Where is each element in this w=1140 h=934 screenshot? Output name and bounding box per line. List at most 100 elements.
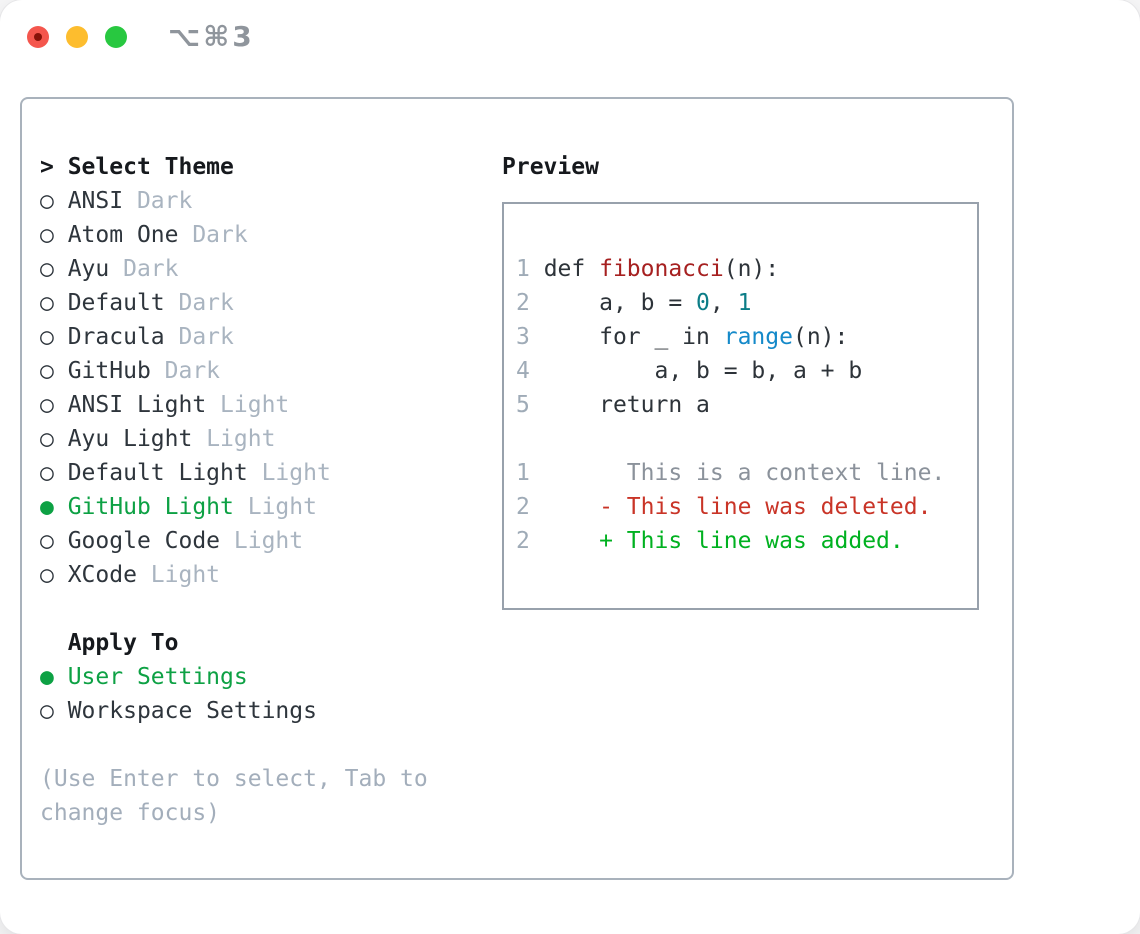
- theme-variant-tag: Dark: [192, 222, 248, 248]
- radio-unselected-icon: ○: [40, 188, 68, 214]
- theme-variant-tag: Dark: [136, 188, 193, 214]
- code-token-plain: a, b = b, a + b: [543, 358, 863, 384]
- theme-name: Dracula: [67, 324, 179, 350]
- code-line: 4 a, b = b, a + b: [516, 354, 969, 388]
- theme-variant-tag: Light: [233, 528, 304, 554]
- code-token-deleted: - This line was deleted.: [543, 494, 932, 520]
- code-line: 1 def fibonacci(n):: [516, 252, 969, 286]
- theme-option-ayu-light[interactable]: ○ Ayu Light Light: [40, 422, 428, 456]
- theme-variant-tag: Dark: [178, 324, 234, 350]
- radio-unselected-icon: ○: [40, 290, 68, 316]
- apply-option-user-settings[interactable]: ● User Settings: [40, 660, 428, 694]
- theme-option-dracula[interactable]: ○ Dracula Dark: [40, 320, 428, 354]
- theme-column: > Select Theme ○ ANSI Dark○ Atom One Dar…: [40, 150, 428, 830]
- radio-unselected-icon: ○: [40, 392, 68, 418]
- header-prefix-icon: >: [40, 154, 68, 180]
- apply-option-label: User Settings: [67, 664, 248, 690]
- theme-option-default-light[interactable]: ○ Default Light Light: [40, 456, 428, 490]
- diff-line: 2 - This line was deleted.: [516, 490, 969, 524]
- theme-name: ANSI: [67, 188, 137, 214]
- line-number: 2: [516, 494, 544, 520]
- select-theme-label: Select Theme: [67, 154, 234, 180]
- line-number: 2: [516, 528, 544, 554]
- code-token-plain: for _ in: [543, 324, 724, 350]
- minimize-button[interactable]: [66, 26, 88, 48]
- theme-name: Atom One: [67, 222, 193, 248]
- theme-name: Default Light: [67, 460, 262, 486]
- spacer: [40, 728, 428, 762]
- line-number: 3: [516, 324, 544, 350]
- spacer: [40, 592, 428, 626]
- code-line: 5 return a: [516, 388, 969, 422]
- theme-variant-tag: Light: [247, 494, 317, 520]
- line-number: 4: [516, 358, 544, 384]
- apply-to-list: ● User Settings○ Workspace Settings: [40, 660, 428, 728]
- theme-variant-tag: Light: [220, 392, 290, 418]
- theme-variant-tag: Dark: [123, 256, 179, 282]
- code-token-context: This is a context line.: [543, 460, 946, 486]
- theme-option-ansi-light[interactable]: ○ ANSI Light Light: [40, 388, 428, 422]
- theme-option-ansi[interactable]: ○ ANSI Dark: [40, 184, 428, 218]
- select-theme-header: > Select Theme: [40, 150, 428, 184]
- diff-line: 2 + This line was added.: [516, 524, 969, 558]
- theme-variant-tag: Light: [150, 562, 221, 588]
- line-number: 5: [516, 392, 544, 418]
- radio-unselected-icon: ○: [40, 698, 68, 724]
- preview-diff: 1 This is a context line.2 - This line w…: [516, 456, 969, 558]
- theme-option-default[interactable]: ○ Default Dark: [40, 286, 428, 320]
- close-record-dot-icon: [34, 33, 42, 41]
- theme-name: GitHub: [67, 358, 165, 384]
- theme-variant-tag: Dark: [178, 290, 234, 316]
- window-controls: [27, 26, 127, 48]
- theme-option-github[interactable]: ○ GitHub Dark: [40, 354, 428, 388]
- theme-picker-panel: > Select Theme ○ ANSI Dark○ Atom One Dar…: [20, 97, 1014, 880]
- code-token-plain: def: [543, 256, 600, 282]
- code-line: 2 a, b = 0, 1: [516, 286, 969, 320]
- theme-option-google-code[interactable]: ○ Google Code Light: [40, 524, 428, 558]
- line-number: 1: [516, 460, 544, 486]
- radio-selected-icon: ●: [40, 494, 68, 520]
- theme-name: XCode: [67, 562, 151, 588]
- theme-option-atom-one[interactable]: ○ Atom One Dark: [40, 218, 428, 252]
- theme-variant-tag: Light: [261, 460, 331, 486]
- code-token-number: 0: [696, 290, 710, 316]
- radio-unselected-icon: ○: [40, 562, 68, 588]
- diff-line: 1 This is a context line.: [516, 456, 969, 490]
- theme-name: Ayu Light: [67, 426, 207, 452]
- line-number: 1: [516, 256, 544, 282]
- theme-option-ayu[interactable]: ○ Ayu Dark: [40, 252, 428, 286]
- code-token-builtin: range: [723, 324, 793, 350]
- theme-name: Default: [67, 290, 179, 316]
- apply-option-label: Workspace Settings: [67, 698, 317, 724]
- radio-unselected-icon: ○: [40, 222, 68, 248]
- code-token-number: 1: [737, 290, 752, 316]
- theme-name: Google Code: [67, 528, 234, 554]
- code-token-added: + This line was added.: [543, 528, 904, 554]
- hint-line-2: change focus): [40, 800, 221, 826]
- radio-unselected-icon: ○: [40, 256, 68, 282]
- theme-name: Ayu: [67, 256, 124, 282]
- theme-option-xcode[interactable]: ○ XCode Light: [40, 558, 428, 592]
- radio-unselected-icon: ○: [40, 528, 68, 554]
- theme-variant-tag: Dark: [164, 358, 221, 384]
- code-token-function: fibonacci: [599, 256, 724, 282]
- code-token-plain: ,: [709, 290, 738, 316]
- radio-unselected-icon: ○: [40, 358, 68, 384]
- apply-option-workspace-settings[interactable]: ○ Workspace Settings: [40, 694, 428, 728]
- window-title: ⌥⌘3: [168, 20, 255, 53]
- code-line: 3 for _ in range(n):: [516, 320, 969, 354]
- code-token-plain: return a: [543, 392, 710, 418]
- code-token-plain: a, b =: [543, 290, 697, 316]
- radio-unselected-icon: ○: [40, 460, 68, 486]
- preview-title: Preview: [502, 154, 599, 180]
- code-token-plain: (n):: [723, 256, 780, 282]
- close-button[interactable]: [27, 26, 49, 48]
- theme-name: GitHub Light: [67, 494, 248, 520]
- theme-option-github-light[interactable]: ● GitHub Light Light: [40, 490, 428, 524]
- zoom-button[interactable]: [105, 26, 127, 48]
- theme-name: ANSI Light: [67, 392, 221, 418]
- line-number: 2: [516, 290, 544, 316]
- theme-variant-tag: Light: [206, 426, 276, 452]
